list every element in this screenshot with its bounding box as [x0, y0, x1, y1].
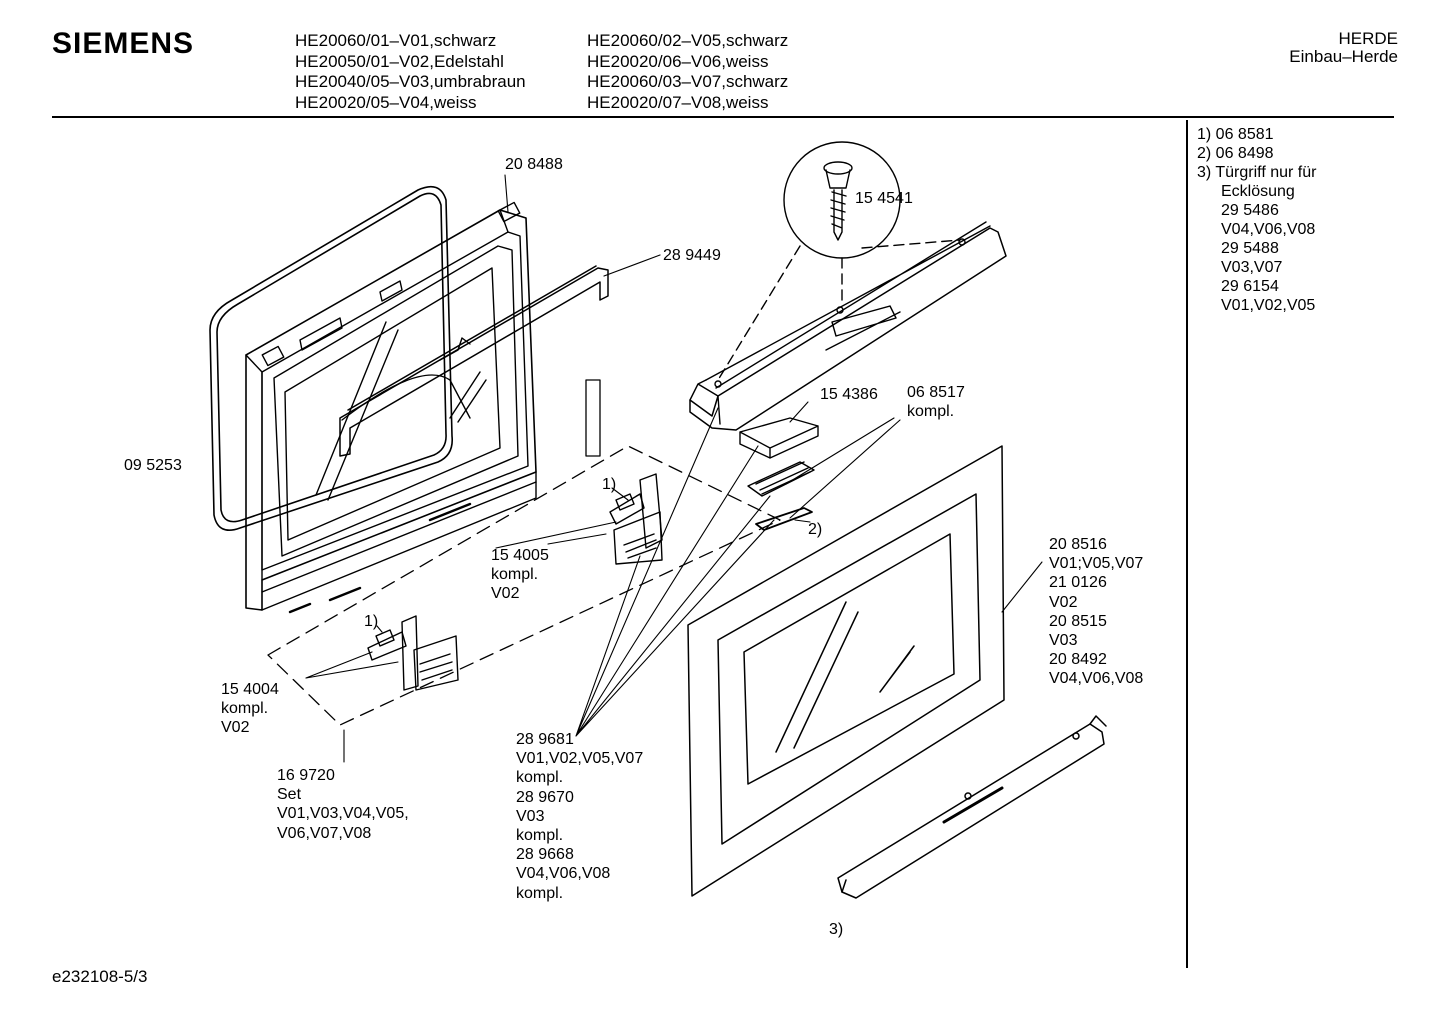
retaining-strip	[339, 265, 609, 457]
label-line: V03	[516, 807, 545, 825]
handle-upper	[689, 221, 1007, 431]
hinge-lower	[367, 615, 459, 691]
note-line: 3) Türgriff nur für	[1197, 164, 1317, 181]
label-line: V01;V05,V07	[1049, 555, 1144, 573]
label-line: 20 8515	[1049, 612, 1107, 630]
label-line: V02	[491, 585, 520, 603]
label-line: 28 9670	[516, 788, 574, 806]
model-item: HE20050/01–V02,Edelstahl	[295, 51, 504, 71]
model-list-1: HE20060/01–V01,schwarz HE20050/01–V02,Ed…	[295, 31, 526, 113]
note-line: 29 5486	[1221, 202, 1279, 219]
model-item: HE20060/03–V07,schwarz	[587, 72, 789, 91]
label-208488: 20 8488	[505, 156, 563, 173]
label-line: V04,V06,V08	[1049, 670, 1144, 688]
label-289449: 28 9449	[663, 247, 721, 264]
note-line: V01,V02,V05	[1221, 297, 1316, 314]
model-list-2: HE20060/02–V05,schwarz HE20020/06–V06,we…	[587, 31, 788, 113]
note-ref-1-lower: 1)	[364, 613, 379, 630]
label-154004: 15 4004 kompl. V02	[221, 680, 279, 738]
note-line: V04,V06,V08	[1221, 221, 1316, 238]
label-line: V06,V07,V08	[277, 824, 372, 842]
label-line: kompl.	[491, 566, 539, 584]
note-line: 29 6154	[1221, 278, 1279, 295]
label-068517: 06 8517 kompl.	[907, 383, 965, 421]
note-line: 29 5488	[1221, 240, 1279, 257]
door-seal	[209, 185, 454, 531]
label-line: kompl.	[907, 403, 955, 421]
footnotes: 1) 06 8581 2) 06 8498 3) Türgriff nur fü…	[1197, 125, 1316, 315]
brand-logo: SIEMENS	[52, 27, 195, 60]
label-line: 20 8516	[1049, 536, 1107, 553]
label-line: 16 9720	[277, 767, 335, 784]
note-ref-2: 2)	[808, 521, 823, 538]
label-154386: 15 4386	[820, 386, 878, 403]
model-item: HE20040/05–V03,umbrabraun	[295, 72, 526, 91]
hinge-set-outline	[267, 445, 781, 726]
model-item: HE20020/05–V04,weiss	[295, 92, 477, 112]
label-line: kompl.	[516, 827, 564, 845]
label-line: Set	[277, 786, 302, 804]
spacer-plate	[585, 379, 601, 457]
label-line: V02	[221, 719, 250, 737]
note-ref-3: 3)	[829, 921, 844, 938]
model-item: HE20020/07–V08,weiss	[587, 92, 769, 112]
screw	[823, 161, 853, 241]
category-line-1: HERDE	[1338, 29, 1398, 48]
label-154005: 15 4005 kompl. V02	[491, 546, 549, 604]
label-line: V01,V02,V05,V07	[516, 750, 644, 768]
label-154541: 15 4541	[855, 190, 913, 207]
note-ref-1-upper: 1)	[602, 476, 617, 493]
clip	[739, 417, 819, 459]
label-line: V01,V03,V04,V05,	[277, 805, 409, 823]
label-169720: 16 9720 Set V01,V03,V04,V05, V06,V07,V08	[277, 766, 409, 843]
label-line: 15 4004	[221, 681, 279, 698]
label-line: V04,V06,V08	[516, 865, 611, 883]
label-line: kompl.	[221, 700, 269, 718]
outer-glass-panel	[687, 445, 1005, 897]
label-line: kompl.	[516, 769, 564, 787]
drawing-id: e232108-5/3	[52, 967, 148, 986]
label-line: V02	[1049, 593, 1078, 611]
door-catch	[747, 461, 815, 531]
hinge-upper	[609, 473, 663, 565]
category-label: HERDE Einbau–Herde	[1289, 30, 1398, 66]
label-line: 28 9681	[516, 731, 574, 748]
notes-divider	[1186, 120, 1188, 968]
note-line: 1) 06 8581	[1197, 126, 1274, 143]
label-095253: 09 5253	[124, 457, 182, 474]
note-line: V03,V07	[1221, 259, 1283, 276]
model-item: HE20060/02–V05,schwarz	[587, 31, 789, 50]
label-line: 20 8492	[1049, 651, 1107, 669]
label-line: 06 8517	[907, 384, 965, 401]
model-item: HE20020/06–V06,weiss	[587, 51, 769, 71]
note-line: 2) 06 8498	[1197, 145, 1274, 162]
screw-lines	[717, 239, 961, 381]
note-line: Ecklösung	[1221, 183, 1295, 200]
label-289681: 28 9681 V01,V02,V05,V07 kompl. 28 9670 V…	[516, 730, 643, 903]
header-divider	[52, 116, 1394, 118]
label-line: 28 9668	[516, 846, 574, 864]
label-line: V03	[1049, 632, 1078, 650]
label-208516: 20 8516 V01;V05,V07 21 0126 V02 20 8515 …	[1049, 535, 1143, 689]
leader-lines	[305, 174, 1043, 763]
label-line: 21 0126	[1049, 574, 1107, 592]
label-line: kompl.	[516, 884, 564, 902]
label-line: 15 4005	[491, 547, 549, 564]
handle-lower	[837, 715, 1107, 899]
model-item: HE20060/01–V01,schwarz	[295, 31, 497, 50]
category-line-2: Einbau–Herde	[1289, 47, 1398, 66]
